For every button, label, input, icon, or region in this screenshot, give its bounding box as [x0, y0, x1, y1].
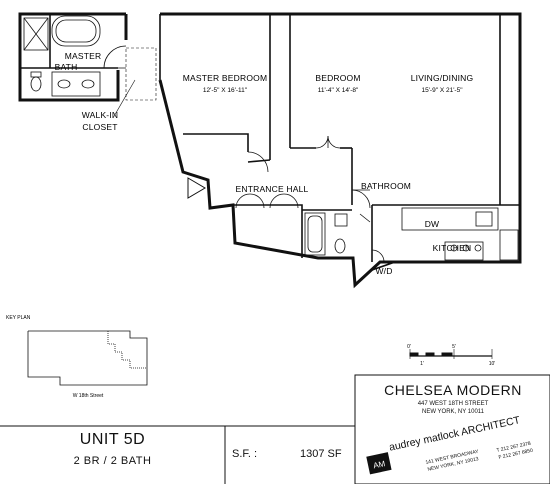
label-bedroom: BEDROOM [315, 73, 360, 83]
label-master-bedroom: MASTER BEDROOM [183, 73, 268, 83]
entry-arrow [187, 177, 206, 199]
label-master-bedroom-dims: 12'-5" X 16'-11" [203, 87, 248, 94]
key-plan-street: W 18th Street [73, 393, 104, 399]
scale-zero: 0' [407, 344, 411, 350]
architect-logo: AM [366, 452, 392, 475]
label-master-bath-1: MASTER [65, 51, 102, 61]
label-living-dining: LIVING/DINING [411, 73, 474, 83]
label-living-dining-dims: 15'-9" X 21'-5" [421, 87, 463, 94]
scale-one: 1' [420, 361, 424, 367]
title-block-frame [0, 374, 550, 484]
scale-ten: 10' [489, 361, 496, 367]
label-wd: W/D [375, 266, 392, 276]
scale-bar [409, 349, 493, 359]
kitchen-counters [401, 207, 519, 261]
label-entrance-hall: ENTRANCE HALL [236, 184, 309, 194]
interior-walls [20, 14, 520, 271]
exterior-walls [18, 12, 522, 289]
sf-label: S.F. : [232, 448, 258, 460]
walk-in-closet-outline [125, 47, 157, 101]
scale-five: 5' [452, 344, 456, 350]
unit-name: UNIT 5D [79, 431, 146, 448]
label-kitchen: KITCHEN [433, 243, 472, 253]
label-bathroom: BATHROOM [361, 181, 411, 191]
sf-value: 1307 SF [300, 448, 342, 460]
label-master-bath-2: BATH [55, 62, 78, 72]
key-plan-map [27, 330, 148, 386]
key-plan-label: KEY PLAN [6, 315, 31, 321]
door-swings [103, 45, 385, 263]
building-name: CHELSEA MODERN [384, 382, 522, 398]
label-dw: DW [425, 219, 440, 229]
closet-leader-line [112, 79, 136, 119]
label-walk-in-1: WALK-IN [82, 110, 119, 120]
building-address-2: NEW YORK, NY 10011 [421, 409, 485, 415]
architect-logo-text: AM [372, 459, 386, 470]
bathroom-fixtures [304, 212, 371, 256]
unit-bedrooms: 2 BR / 2 BATH [73, 455, 152, 467]
label-bedroom-dims: 11'-4" X 14'-8" [318, 87, 359, 94]
label-walk-in-2: CLOSET [82, 122, 117, 132]
master-bath-fixtures [23, 15, 101, 97]
building-address-1: 447 WEST 18TH STREET [417, 401, 489, 407]
